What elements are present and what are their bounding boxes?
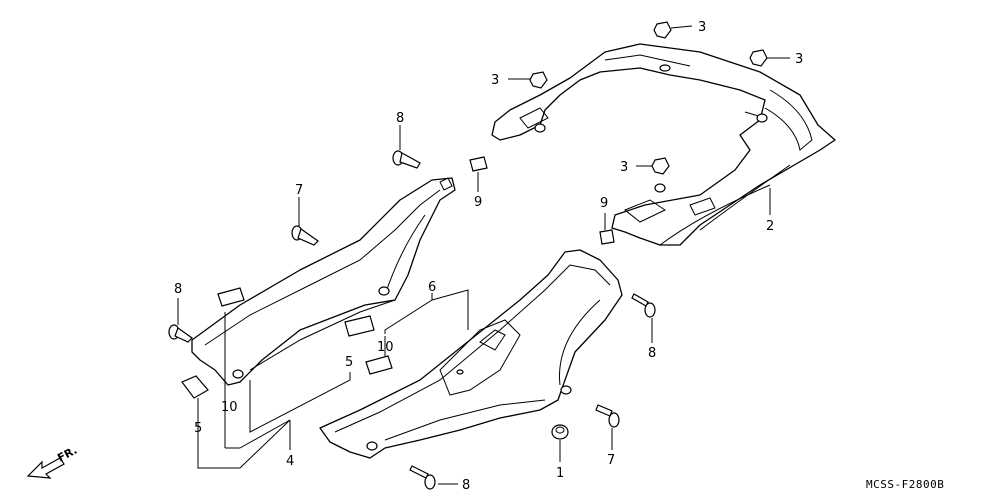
callout-labels: 3 3 3 3 9 9 2 8 7 8 6 10 5 10 5 4 8 7 8 … bbox=[174, 20, 803, 493]
callout-8-d: 8 bbox=[462, 478, 470, 493]
screw-7-b bbox=[595, 404, 620, 428]
callout-9-b: 9 bbox=[600, 196, 608, 211]
callout-3-c: 3 bbox=[491, 73, 499, 88]
front-label: FR. bbox=[55, 444, 79, 465]
screw-8-d bbox=[409, 465, 436, 490]
screw-8-c bbox=[631, 293, 656, 318]
callout-5-a: 5 bbox=[345, 355, 353, 370]
screw-8-b bbox=[168, 324, 193, 343]
cushion-5-a bbox=[181, 375, 209, 399]
front-direction-arrow: FR. bbox=[26, 444, 79, 479]
callout-8-c: 8 bbox=[648, 346, 656, 361]
callout-10-b: 10 bbox=[221, 400, 238, 415]
callout-9-a: 9 bbox=[474, 195, 482, 210]
grommet-1 bbox=[551, 424, 569, 440]
callout-1: 1 bbox=[556, 466, 564, 481]
drawing-code: MCSS-F2800B bbox=[866, 478, 944, 491]
right-side-cover-part bbox=[319, 249, 623, 459]
screw-8-a bbox=[392, 150, 421, 169]
nut-3-b bbox=[749, 49, 768, 67]
cushion-10-b bbox=[344, 315, 375, 337]
rear-cowl-part bbox=[491, 43, 836, 246]
callout-2: 2 bbox=[766, 219, 774, 234]
clip-9-b bbox=[599, 229, 615, 245]
callout-7-b: 7 bbox=[607, 453, 615, 468]
callout-7-a: 7 bbox=[295, 183, 303, 198]
leader-lines bbox=[177, 25, 790, 485]
callout-3-b: 3 bbox=[795, 52, 803, 67]
callout-5-b: 5 bbox=[194, 421, 202, 436]
callout-4: 4 bbox=[286, 454, 294, 469]
nut-3-a bbox=[653, 21, 672, 39]
left-side-cover-part bbox=[191, 177, 456, 386]
cushion-10-c bbox=[365, 355, 393, 375]
clip-9-a bbox=[469, 156, 488, 172]
callout-3-a: 3 bbox=[698, 20, 706, 35]
callout-8-b: 8 bbox=[174, 282, 182, 297]
cushion-10-a bbox=[217, 287, 245, 307]
callout-10-a: 10 bbox=[377, 340, 394, 355]
bracket-lines bbox=[197, 289, 469, 469]
callout-8-a: 8 bbox=[396, 111, 404, 126]
nut-3-d bbox=[651, 157, 670, 175]
callout-6: 6 bbox=[428, 280, 436, 295]
callout-3-d: 3 bbox=[620, 160, 628, 175]
nut-3-c bbox=[529, 71, 548, 89]
screw-7-a bbox=[291, 225, 319, 246]
